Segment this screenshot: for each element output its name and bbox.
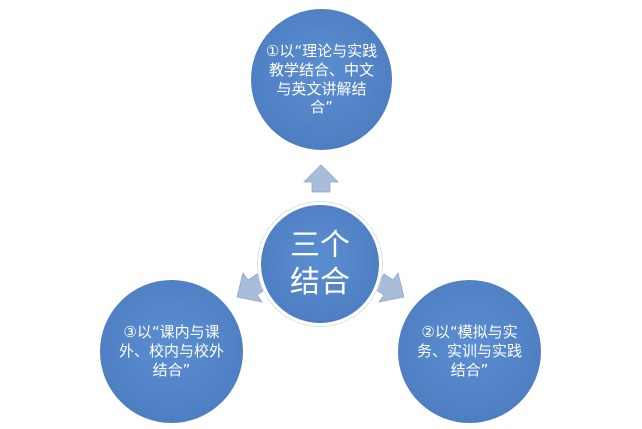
arrow-up-icon <box>303 164 339 193</box>
left-circle: ③以“课内与课外、校内与校外结合” <box>98 278 245 425</box>
right-circle: ②以“模拟与实务、实训与实践结合” <box>396 278 543 425</box>
arrow-right-icon <box>374 272 405 303</box>
center-circle-label: 三个 结合 <box>290 227 350 301</box>
right-circle-label: ②以“模拟与实务、实训与实践结合” <box>416 323 522 379</box>
center-circle: 三个 结合 <box>258 202 382 326</box>
top-circle: ①以“理论与实践教学结合、中文与英文讲解结合” <box>249 7 394 152</box>
top-circle-label: ①以“理论与实践教学结合、中文与英文讲解结合” <box>265 42 378 117</box>
left-circle-label: ③以“课内与课外、校内与校外结合” <box>118 323 224 379</box>
